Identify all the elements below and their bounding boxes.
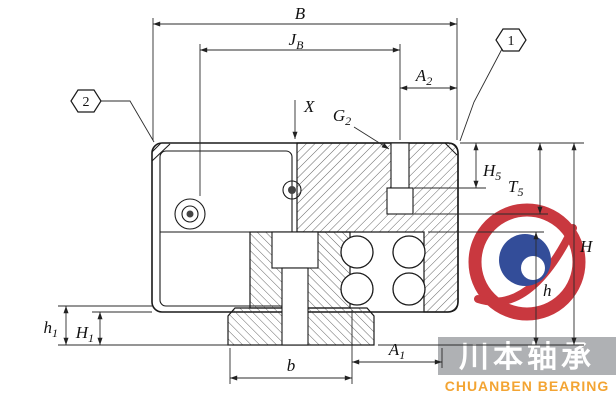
dim-H1-group: H1 [75, 311, 152, 345]
rail-bolt-counterbore [271, 231, 319, 269]
dim-H-group: H [378, 142, 594, 346]
dim-h1-label: h1 [44, 318, 59, 340]
grease-port [174, 198, 206, 230]
balloon-1: 1 [459, 28, 527, 142]
dim-h1-group: h1 [44, 305, 232, 346]
dim-A1-label: A1 [388, 340, 405, 362]
g2-callout: G2 [333, 106, 390, 150]
watermark-emblem-cut [521, 256, 545, 280]
watermark-bar [438, 337, 616, 375]
x-direction-marker: X [292, 97, 315, 139]
balloon-1-leader [459, 48, 503, 142]
bearing-balls [340, 235, 426, 306]
dim-JB-group: JB [199, 30, 401, 196]
watermark-cn-text: 川本轴承 [459, 341, 595, 374]
dim-b-label: b [287, 356, 296, 375]
carriage-section-hatched [296, 142, 459, 313]
chamfer-mark [444, 142, 458, 156]
dim-H-label: H [579, 237, 594, 256]
dim-A2-group: A2 [400, 66, 457, 91]
dim-A1-group: A1 [352, 340, 443, 368]
g2-label: G2 [333, 106, 351, 128]
g2-counterbore [390, 142, 410, 189]
dim-A2-label: A2 [415, 66, 432, 88]
watermark-ring [468, 203, 586, 321]
carriage-and-rail [151, 142, 459, 346]
balloon-2-number: 2 [83, 95, 90, 110]
balloon-1-hexagon-icon [495, 28, 527, 52]
dim-h-group: h [428, 231, 552, 345]
balloon-2-hexagon-icon [70, 89, 102, 113]
balloon-2: 2 [70, 89, 155, 143]
dim-H1-label: H1 [75, 323, 94, 345]
chamfer-mark [151, 143, 171, 162]
ball [392, 272, 426, 306]
ball [392, 235, 426, 269]
dim-B-group: B [152, 4, 458, 140]
dim-b-group: b [229, 310, 353, 384]
rail-bolt-hole [281, 267, 309, 346]
dim-B-label: B [295, 4, 306, 23]
ball [340, 235, 374, 269]
leader-line [353, 126, 390, 150]
g2-thread-bg [387, 188, 413, 214]
dim-T5-group: T5 [414, 143, 548, 215]
dim-T5-label: T5 [508, 177, 523, 199]
chamfer-mark [151, 142, 162, 153]
dim-H5-group: H5 [414, 143, 501, 189]
g2-thread [386, 187, 414, 215]
balloon-2-leader [100, 100, 155, 143]
dim-h-label: h [543, 281, 552, 300]
carriage-left-view-inner [159, 150, 293, 307]
watermark-swoosh [474, 224, 577, 306]
x-label: X [303, 97, 315, 116]
dim-H5-label: H5 [482, 161, 501, 183]
balloon-1-number: 1 [508, 34, 515, 49]
dim-JB-label: JB [289, 30, 305, 52]
watermark-en-text: CHUANBEN BEARING [445, 378, 610, 394]
ball [340, 272, 374, 306]
